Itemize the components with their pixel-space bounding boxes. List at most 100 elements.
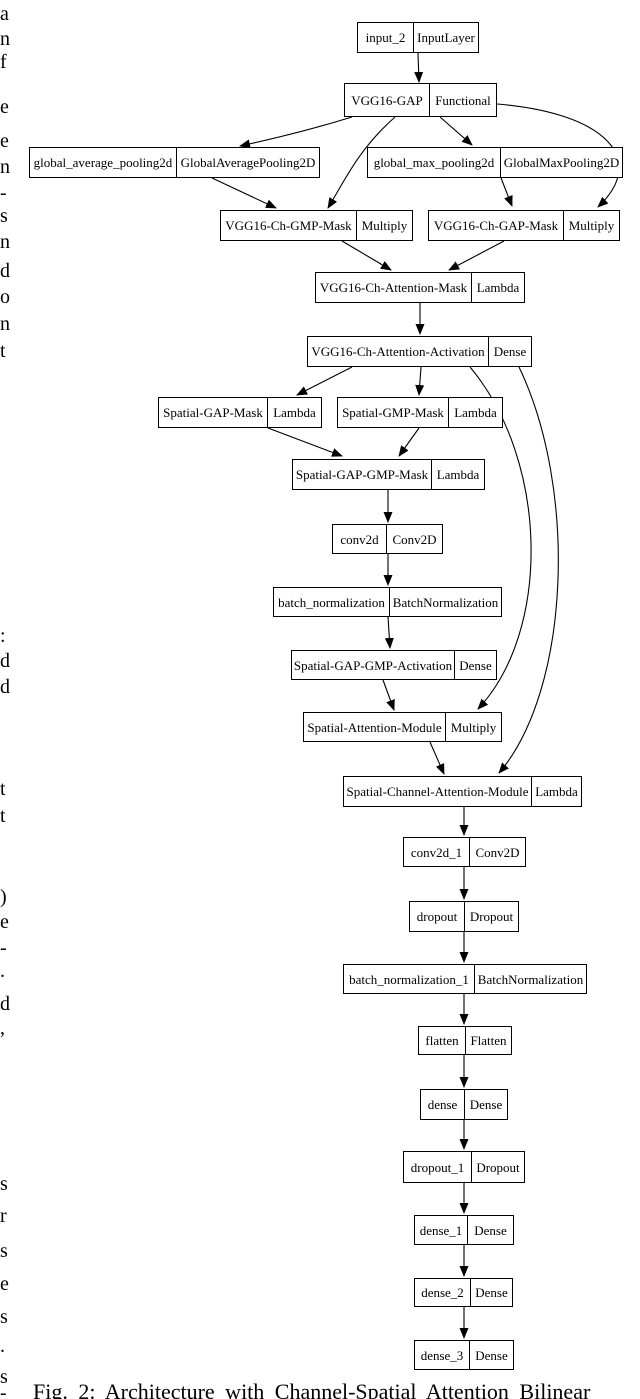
margin-fragment-2: f: [0, 51, 7, 73]
margin-fragment-26: s: [0, 1240, 8, 1262]
margin-fragment-13: :: [0, 625, 6, 647]
node-flatten: flatten Flatten: [418, 1026, 512, 1055]
edge-vgg16_gap-to-global_max_pooling2d: [439, 116, 473, 146]
node-layer-type: Lambda: [431, 460, 484, 489]
node-layer-name: flatten: [425, 1033, 459, 1048]
margin-fragment-5: n: [0, 156, 10, 178]
node-dense_2: dense_2 Dense: [414, 1278, 513, 1307]
edge-batch_normalization-to-spatial_gap_gmp_activation: [384, 616, 394, 649]
node-layer-name: Spatial-GAP-GMP-Activation: [293, 657, 453, 673]
node-layer-name: VGG16-Ch-GMP-Mask: [225, 218, 352, 233]
node-layer-type: Flatten: [465, 1027, 511, 1054]
edge-input_2-to-vgg16_gap: [414, 52, 424, 83]
node-layer-type: Lambda: [267, 398, 321, 427]
edge-vgg16_ch_attention_activation-to-spatial_gap_mask: [296, 366, 353, 396]
node-layer-name: Spatial-GAP-Mask: [163, 405, 263, 420]
node-layer-type: GlobalMaxPooling2D: [500, 148, 622, 177]
margin-fragment-23: ,: [0, 1017, 5, 1039]
node-layer-type: Dense: [467, 1216, 513, 1244]
margin-fragment-4: e: [0, 130, 9, 152]
node-input_2: input_2 InputLayer: [357, 22, 479, 53]
margin-fragment-16: t: [0, 778, 6, 800]
node-layer-name: Spatial-GMP-Mask: [342, 405, 444, 420]
node-layer-type: InputLayer: [413, 23, 478, 52]
margin-fragment-31: -: [0, 1382, 7, 1399]
margin-fragment-10: o: [0, 286, 10, 308]
node-layer-type: Dense: [470, 1279, 512, 1306]
node-layer-type: Multiply: [356, 211, 412, 240]
node-layer-type: Conv2D: [386, 525, 442, 553]
margin-fragment-20: -: [0, 937, 7, 959]
node-layer-name: dropout: [416, 909, 458, 924]
node-layer-name: VGG16-Ch-GAP-Mask: [433, 218, 559, 233]
node-layer-name: batch_normalization: [278, 594, 385, 610]
node-layer-type: BatchNormalization: [389, 588, 501, 616]
node-layer-type: Lambda: [531, 777, 581, 806]
node-layer-name: VGG16-Ch-Attention-Mask: [319, 280, 468, 295]
node-layer-name: dense_3: [420, 1347, 464, 1363]
node-layer-name: batch_normalization_1: [349, 971, 469, 987]
figure-caption: Fig. 2: Architecture with Channel-Spatia…: [33, 1379, 591, 1399]
node-spatial_gap_mask: Spatial-GAP-Mask Lambda: [158, 397, 322, 428]
edge-vgg16_ch_gmp_mask-to-vgg16_ch_attention_mask: [341, 240, 392, 271]
margin-fragment-19: e: [0, 911, 9, 933]
node-layer-name: Spatial-Attention-Module: [307, 719, 442, 735]
margin-fragment-15: d: [0, 676, 10, 698]
edge-vgg16_gap-to-global_average_pooling2d: [239, 116, 353, 149]
node-layer-type: Dense: [464, 1090, 507, 1119]
edge-spatial_attention_module-to-spatial_channel_attention_module: [429, 741, 445, 775]
node-layer-name: global_average_pooling2d: [33, 155, 173, 170]
node-layer-name: dense_2: [421, 1285, 464, 1300]
edge-vgg16_gap-to-vgg16_ch_gmp_mask: [327, 116, 396, 209]
margin-fragment-28: s: [0, 1306, 8, 1328]
node-layer-type: Multiply: [445, 713, 501, 741]
margin-fragment-17: t: [0, 805, 6, 827]
node-layer-name: Spatial-GAP-GMP-Mask: [295, 467, 429, 482]
margin-fragment-8: n: [0, 231, 10, 253]
node-layer-type: Conv2D: [469, 838, 525, 866]
node-layer-type: Dense: [454, 651, 496, 679]
margin-fragment-9: d: [0, 260, 10, 282]
node-layer-type: Lambda: [471, 273, 524, 302]
node-layer-name: dense_1: [419, 1222, 463, 1238]
node-vgg16_gap: VGG16-GAP Functional: [344, 83, 497, 117]
margin-fragment-27: e: [0, 1273, 9, 1295]
margin-fragment-11: n: [0, 313, 10, 335]
edge-spatial_gmp_mask-to-spatial_gap_gmp_mask: [398, 427, 420, 457]
node-dense: dense Dense: [420, 1089, 508, 1120]
edge-global_average_pooling2d-to-vgg16_ch_gmp_mask: [211, 177, 277, 209]
edge-vgg16_ch_attention_activation-to-spatial_channel_attention_module: [498, 366, 559, 774]
margin-fragment-21: .: [0, 960, 5, 982]
margin-fragment-6: -: [0, 182, 7, 204]
node-vgg16_ch_gmp_mask: VGG16-Ch-GMP-Mask Multiply: [220, 210, 413, 241]
node-layer-type: Functional: [429, 84, 496, 116]
node-layer-name: input_2: [365, 30, 406, 45]
node-layer-name: dense: [427, 1097, 458, 1112]
margin-fragment-29: .: [0, 1335, 5, 1357]
node-layer-type: Dense: [469, 1341, 513, 1369]
node-layer-name: VGG16-GAP: [351, 92, 423, 108]
margin-fragment-25: r: [0, 1205, 7, 1227]
node-layer-name: VGG16-Ch-Attention-Activation: [311, 344, 485, 359]
edge-spatial_gap_mask-to-spatial_gap_gmp_mask: [267, 427, 343, 457]
edge-global_max_pooling2d-to-vgg16_ch_gap_mask: [500, 177, 513, 207]
node-layer-name: Spatial-Channel-Attention-Module: [346, 784, 529, 799]
node-layer-type: BatchNormalization: [474, 965, 586, 993]
edge-spatial_gap_gmp_activation-to-spatial_attention_module: [382, 679, 395, 711]
node-batch_normalization_1: batch_normalization_1 BatchNormalization: [343, 964, 587, 994]
node-layer-name: conv2d_1: [410, 844, 463, 860]
edge-vgg16_ch_gap_mask-to-vgg16_ch_attention_mask: [448, 240, 505, 271]
